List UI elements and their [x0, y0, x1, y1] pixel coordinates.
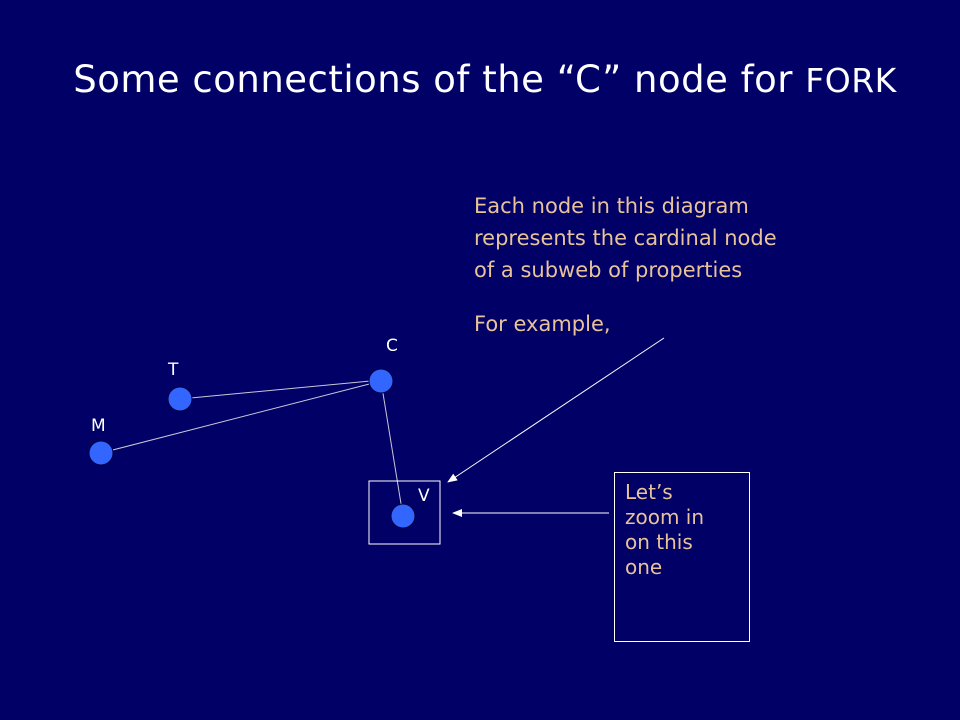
node-t[interactable] — [167, 386, 193, 412]
zoom-callout-box: Let’s zoom in on this one — [614, 472, 750, 642]
node-label-v: V — [418, 486, 430, 506]
node-c[interactable] — [368, 368, 394, 394]
slide-title-main: Some connections of the “C” node for — [73, 58, 793, 101]
explanation-line-1: Each node in this diagram — [474, 194, 749, 218]
explanation-line-4: For example, — [474, 312, 611, 336]
callout-line-1: Let’s — [625, 480, 673, 504]
callout-line-4: one — [625, 555, 663, 579]
node-label-t: T — [168, 360, 179, 380]
node-m[interactable] — [88, 440, 114, 466]
explanation-line-3: of a subweb of properties — [474, 258, 743, 282]
v-highlight-box — [368, 480, 441, 545]
node-v[interactable] — [390, 503, 416, 529]
edge-c-v — [380, 380, 404, 517]
callout-line-2: zoom in — [625, 505, 705, 529]
slide-title-tail: FORK — [805, 61, 897, 100]
slide-title: Some connections of the “C” node for FOR… — [0, 58, 960, 101]
explanation-text: Each node in this diagram represents the… — [474, 190, 894, 340]
node-label-m: M — [91, 416, 106, 436]
edge-c-m — [100, 380, 382, 454]
callout-line-3: on this — [625, 530, 693, 554]
explanation-line-2: represents the cardinal node — [474, 226, 777, 250]
node-label-c: C — [386, 336, 398, 356]
example-arrow — [447, 337, 665, 483]
edge-c-t — [179, 379, 382, 400]
